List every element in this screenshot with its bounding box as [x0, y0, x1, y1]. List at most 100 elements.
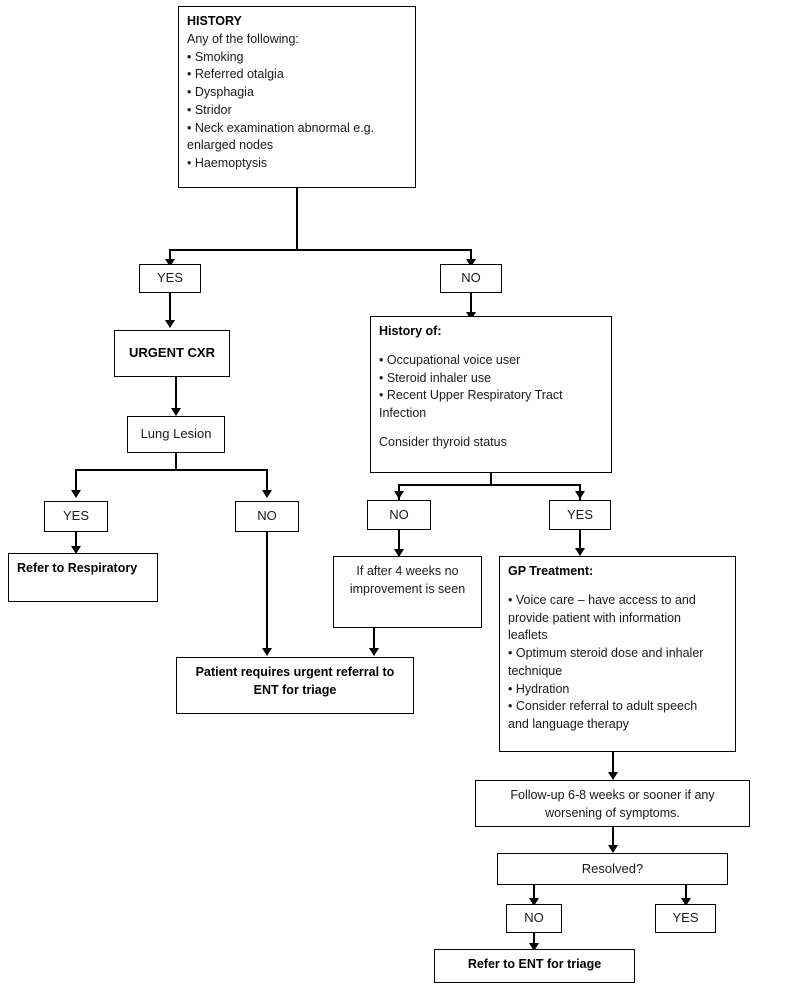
arrow-gp-to-followup [608, 772, 618, 780]
arrow-lung-to-no [262, 490, 272, 498]
connector-yes-to-cxr [169, 293, 171, 321]
gp-treatment-item-1: provide patient with information [508, 610, 682, 625]
arrow-yes-to-cxr [165, 320, 175, 328]
arrow-lungno-to-urgent [262, 648, 272, 656]
urgent-referral-line2: ENT for triage [253, 682, 337, 697]
connector-history-to-no [470, 249, 472, 261]
gp-treatment-item-7: and language therapy [508, 717, 629, 731]
node-lung-no[interactable]: NO [235, 501, 299, 532]
arrow-historyof-to-no [394, 491, 404, 499]
connector-lung-to-no [266, 469, 268, 491]
node-resolved-no[interactable]: NO [506, 904, 562, 933]
history-of-item-3: Infection [379, 406, 427, 420]
arrow-followup-to-resolved [608, 845, 618, 853]
history-item-3: • Stridor [187, 102, 232, 117]
history-subheading: Any of the following: [187, 31, 299, 46]
history-yes-label: YES [156, 270, 183, 286]
node-lung-lesion[interactable]: Lung Lesion [127, 416, 225, 453]
history-of-item-1: • Steroid inhaler use [379, 370, 492, 385]
refer-respiratory-label: Refer to Respiratory [17, 561, 138, 575]
follow-up-line1: Follow-up 6-8 weeks or sooner if any [510, 788, 715, 802]
connector-history-split [169, 249, 471, 251]
arrow-noimp-to-urgent [369, 648, 379, 656]
connector-resolved-to-yes [685, 885, 687, 903]
connector-gp-to-followup [612, 752, 614, 776]
connector-cxr-to-lung [175, 377, 177, 409]
arrow-resolvedno-to-refer [529, 943, 539, 951]
node-lung-yes[interactable]: YES [44, 501, 108, 532]
connector-lung-stem [175, 453, 177, 470]
node-history[interactable]: HISTORY Any of the following: • Smoking … [178, 6, 416, 188]
connector-lungyes-to-resp [75, 532, 77, 549]
no-improvement-line2: improvement is seen [349, 581, 466, 596]
history-item-0: • Smoking [187, 49, 244, 64]
arrow-history-to-yes [165, 259, 175, 267]
node-resolved-yes[interactable]: YES [655, 904, 716, 933]
node-history-of-no[interactable]: NO [367, 500, 431, 530]
node-gp-treatment[interactable]: GP Treatment: • Voice care – have access… [499, 556, 736, 752]
gp-treatment-item-4: technique [508, 663, 563, 678]
lung-lesion-label: Lung Lesion [140, 426, 212, 442]
history-of-yes-label: YES [566, 506, 593, 522]
connector-lungno-to-urgent [266, 532, 268, 652]
history-no-label: NO [461, 270, 481, 286]
history-of-item-0: • Occupational voice user [379, 352, 521, 367]
arrow-lung-to-yes [71, 490, 81, 498]
gp-treatment-gap [508, 581, 727, 592]
history-item-5: enlarged nodes [187, 138, 274, 153]
node-refer-respiratory[interactable]: Refer to Respiratory [8, 553, 158, 602]
connector-noimp-to-urgent [373, 628, 375, 652]
node-history-of-yes[interactable]: YES [549, 500, 611, 530]
urgent-referral-line1: Patient requires urgent referral to [195, 665, 395, 679]
node-history-of[interactable]: History of: • Occupational voice user • … [370, 316, 612, 473]
history-of-item-2: • Recent Upper Respiratory Tract [379, 388, 563, 403]
resolved-label: Resolved? [581, 860, 644, 876]
resolved-no-label: NO [524, 910, 544, 926]
connector-history-stem [296, 188, 298, 250]
arrow-resolved-to-no [529, 898, 539, 906]
arrow-history-to-no [466, 259, 476, 267]
node-history-yes[interactable]: YES [139, 264, 201, 293]
connector-followup-to-resolved [612, 827, 614, 849]
arrow-historyof-to-yes [575, 491, 585, 499]
connector-history-to-yes [169, 249, 171, 261]
history-of-no-label: NO [389, 506, 409, 522]
node-follow-up[interactable]: Follow-up 6-8 weeks or sooner if any wor… [475, 780, 750, 827]
history-of-gap-top [379, 341, 603, 352]
node-resolved[interactable]: Resolved? [497, 853, 728, 885]
history-of-footer: Consider thyroid status [379, 434, 507, 449]
urgent-cxr-label: URGENT CXR [129, 345, 215, 361]
history-item-4: • Neck examination abnormal e.g. [187, 120, 375, 135]
gp-treatment-item-6: • Consider referral to adult speech [508, 699, 698, 714]
connector-historyof-stem [490, 473, 492, 485]
lung-no-label: NO [257, 508, 277, 524]
connector-resolved-to-no [533, 885, 535, 903]
connector-resolvedno-to-refer [533, 933, 535, 947]
connector-lung-split [75, 469, 267, 471]
arrow-lungyes-to-resp [71, 546, 81, 554]
arrow-resolved-to-yes [681, 898, 691, 906]
history-item-1: • Referred otalgia [187, 67, 284, 82]
refer-ent-label: Refer to ENT for triage [467, 957, 602, 971]
connector-hono-to-noimp [398, 530, 400, 551]
connector-historyno-to-historyof [470, 293, 472, 314]
gp-treatment-item-0: • Voice care – have access to and [508, 592, 696, 607]
node-refer-ent[interactable]: Refer to ENT for triage [434, 949, 635, 983]
node-no-improvement[interactable]: If after 4 weeks no improvement is seen [333, 556, 482, 628]
gp-treatment-item-2: leaflets [508, 628, 548, 643]
gp-treatment-item-3: • Optimum steroid dose and inhaler [508, 646, 704, 660]
resolved-yes-label: YES [672, 910, 699, 926]
connector-historyof-split [398, 484, 580, 486]
node-history-no[interactable]: NO [440, 264, 502, 293]
gp-treatment-heading: GP Treatment: [508, 564, 594, 578]
history-heading: HISTORY [187, 14, 242, 28]
history-of-gap-bottom [379, 423, 603, 434]
connector-lung-to-yes [75, 469, 77, 491]
node-urgent-referral[interactable]: Patient requires urgent referral to ENT … [176, 657, 414, 714]
arrow-hoyes-to-gp [575, 548, 585, 556]
no-improvement-line1: If after 4 weeks no [356, 564, 459, 578]
gp-treatment-item-5: • Hydration [508, 681, 570, 696]
arrow-hono-to-noimp [394, 549, 404, 557]
node-urgent-cxr[interactable]: URGENT CXR [114, 330, 230, 377]
